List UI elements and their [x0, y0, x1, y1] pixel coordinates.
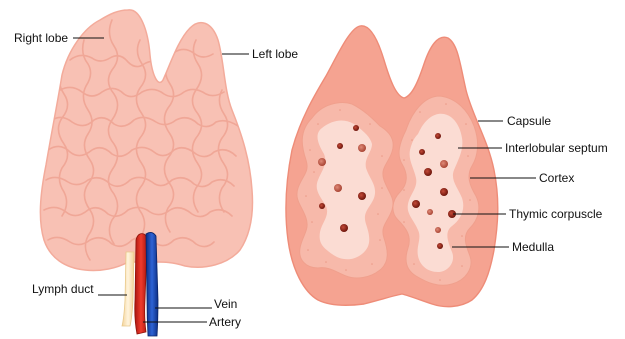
label-left-lobe: Left lobe — [252, 47, 298, 61]
corpuscle — [412, 200, 420, 208]
artery-shape — [135, 234, 147, 334]
label-cortex: Cortex — [539, 171, 574, 185]
label-vein: Vein — [214, 297, 237, 311]
corpuscle — [358, 192, 366, 200]
corpuscle — [337, 143, 343, 149]
corpuscle — [427, 209, 433, 215]
corpuscle — [353, 125, 359, 131]
corpuscle — [435, 227, 441, 233]
corpuscle — [318, 158, 326, 166]
corpuscle — [437, 243, 443, 249]
corpuscle — [435, 133, 441, 139]
corpuscle — [424, 168, 432, 176]
label-medulla: Medulla — [512, 240, 554, 254]
corpuscle — [319, 203, 325, 209]
thymus-cross-section — [286, 26, 498, 307]
label-artery: Artery — [209, 315, 241, 329]
corpuscle — [340, 224, 348, 232]
medulla-left — [317, 121, 375, 260]
label-lymph-duct: Lymph duct — [32, 282, 94, 296]
label-capsule: Capsule — [507, 114, 551, 128]
corpuscle — [358, 144, 366, 152]
label-thymic-corpuscle: Thymic corpuscle — [509, 207, 603, 221]
label-interlobular-septum: Interlobular septum — [505, 141, 608, 155]
corpuscle — [334, 184, 342, 192]
corpuscle — [440, 160, 448, 168]
whole-thymus — [40, 10, 252, 271]
vein-shape — [146, 232, 158, 336]
corpuscle — [419, 149, 425, 155]
label-right-lobe: Right lobe — [14, 31, 68, 45]
corpuscle — [440, 188, 448, 196]
